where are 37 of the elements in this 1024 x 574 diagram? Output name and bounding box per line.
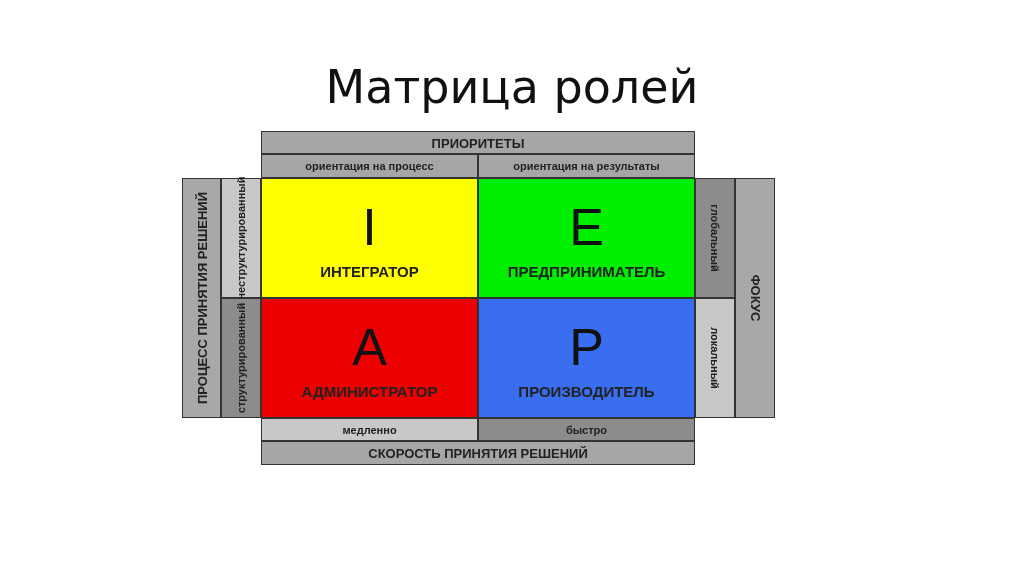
axis-label: ПРОЦЕСС ПРИНЯТИЯ РЕШЕНИЙ (194, 192, 209, 404)
axis-label: СКОРОСТЬ ПРИНЯТИЯ РЕШЕНИЙ (368, 445, 588, 461)
role-name: ПРЕДПРИНИМАТЕЛЬ (507, 263, 666, 280)
role-name: ПРОИЗВОДИТЕЛЬ (518, 383, 655, 400)
axis-band (478, 418, 695, 441)
axis-band (221, 178, 261, 298)
quadrant (478, 178, 695, 298)
axis-band (478, 154, 695, 178)
quadrant (478, 298, 695, 418)
axis-band (261, 441, 695, 465)
axis-label: неструктурированный (235, 176, 247, 300)
role-name: АДМИНИСТРАТОР (301, 383, 438, 400)
role-name: ИНТЕГРАТОР (320, 263, 419, 280)
axis-label: глобальный (709, 204, 721, 272)
axis-band (695, 178, 735, 298)
quadrant-letter: I (362, 197, 377, 257)
quadrant-letter: P (569, 317, 604, 377)
axis-label: медленно (342, 423, 397, 436)
axis-band (261, 154, 478, 178)
quadrant-letter: E (569, 197, 604, 257)
axis-label: локальный (709, 327, 721, 389)
axis-band (735, 178, 775, 418)
quadrant (261, 178, 478, 298)
axis-label: быстро (565, 423, 608, 436)
quadrant-letter: A (352, 317, 387, 377)
axis-band (261, 418, 478, 441)
axis-band (221, 298, 261, 418)
axis-label: ПРИОРИТЕТЫ (431, 135, 525, 150)
axis-label: ФОКУС (747, 274, 763, 322)
axis-label: ориентация на результаты (513, 160, 660, 172)
quadrant (261, 298, 478, 418)
axis-band (695, 298, 735, 418)
axis-label: ориентация на процесс (305, 160, 434, 172)
title: Матрица ролей (324, 60, 700, 114)
axis-band (182, 178, 221, 418)
axis-label: структурированный (235, 302, 247, 414)
axis-band (261, 131, 695, 154)
